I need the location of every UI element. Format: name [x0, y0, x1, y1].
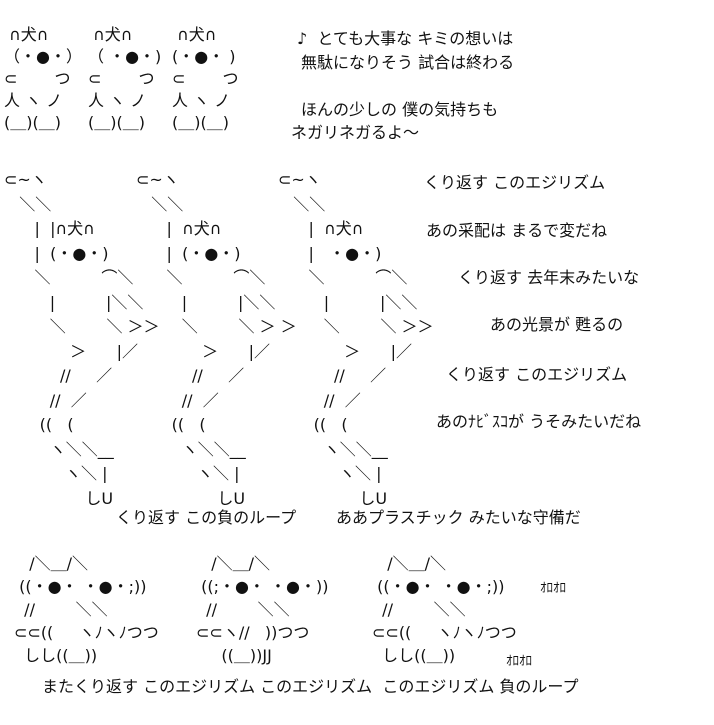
dancer-2: ⊂~ヽ ＼＼ | ∩犬∩ | (・●・) ＼ ⌒＼ | |＼＼ ＼ ＼ ＞ ＞ …: [136, 168, 297, 511]
lyric-line-4: ネガリネガるよ～: [291, 123, 420, 142]
ascii-art-line: ∩犬∩: [172, 25, 217, 44]
ascii-art-line: ⊂~ヽ: [136, 170, 179, 189]
ascii-art-line: 人 ヽ ノ: [172, 91, 231, 110]
ascii-art-line: しし((＿)): [372, 646, 456, 665]
ascii-art-line: // ／: [4, 390, 87, 410]
ascii-art-line: /＼＿/＼: [196, 554, 271, 573]
ascii-art-line: ⊂⊂(( ヽﾉヽﾉつつ: [14, 623, 159, 642]
ascii-art-line: (＿)(＿): [4, 113, 61, 132]
rabbit-2: ∩犬∩ （ ・●・) ⊂ つ人 ヽ ノ (＿)(＿): [88, 24, 161, 134]
ascii-art-line: ヽ＼ |: [4, 464, 108, 483]
ascii-art-line: ⊂ つ: [172, 69, 239, 88]
ascii-art-line: /＼＿/＼: [14, 554, 89, 573]
ascii-art-line: | |＼＼: [4, 292, 144, 312]
ascii-art-line: /＼＿/＼: [372, 554, 447, 573]
ascii-art-line: (＿)(＿): [172, 113, 229, 132]
ascii-art-line: ヽ＼＼__: [136, 439, 246, 459]
cat-3: /＼＿/＼ ((・●・ ・●・;)) // ＼＼ ⊂⊂(( ヽﾉヽﾉつつ しし((…: [372, 552, 517, 667]
dancer-1: ⊂~ヽ ＼＼ | |∩犬∩ | (・●・) ＼ ⌒＼ | |＼＼ ＼ ＼ ＞＞ …: [4, 168, 160, 511]
ascii-art-line: ((＿))JJ: [196, 646, 272, 665]
ascii-art-line: しU: [278, 488, 388, 508]
ascii-art-line: (・●・ ): [172, 47, 236, 66]
ascii-art-line: ヽ＼ |: [278, 464, 382, 483]
lyric-line-7: くり返す 去年末みたいな: [458, 268, 640, 287]
ascii-art-line: (＿)(＿): [88, 113, 145, 132]
ascii-art-line: ＼＼: [278, 194, 326, 214]
rabbit-1: ∩犬∩ （・●・） ⊂ つ人 ヽ ノ (＿)(＿): [4, 24, 82, 134]
ascii-art-line: | (・●・): [4, 243, 109, 263]
ascii-art-line: ((・●・ ・●・;)): [14, 577, 147, 596]
rabbit-3: ∩犬∩ (・●・ ) ⊂ つ人 ヽ ノ (＿)(＿): [172, 24, 239, 134]
dancer-3: ⊂~ヽ ＼＼ | ∩犬∩ | ・●・) ＼ ⌒＼ | |＼＼ ＼ ＼ ＞＞ ＞ …: [278, 168, 434, 511]
cat-2: /＼＿/＼ ((;・●・ ・●・)) // ＼＼ ⊂⊂ヽ// ))つつ ((＿))…: [196, 552, 328, 667]
ascii-art-line: ⊂~ヽ: [278, 170, 321, 189]
ascii-art-line: ((・●・ ・●・;)): [372, 577, 505, 596]
ascii-art-line: ＼ ＼ ＞＞: [278, 317, 434, 336]
ascii-art-line: ヽ＼＼__: [4, 439, 114, 459]
ascii-art-line: (( (: [136, 415, 206, 434]
ascii-art-line: ⊂⊂(( ヽﾉヽﾉつつ: [372, 623, 517, 642]
lyric-line-5: くり返す このエジリズム: [424, 173, 606, 192]
ascii-art-line: | |∩犬∩: [4, 219, 95, 238]
ascii-art-line: ∩犬∩: [4, 25, 49, 44]
lyric-line-2: 無駄になりそう 試合は終わる: [301, 53, 515, 72]
ascii-art-line: ∩犬∩: [88, 25, 133, 44]
ascii-art-line: ＞ |／: [4, 341, 139, 361]
orooro-1: ｵﾛｵﾛ: [540, 581, 566, 596]
ascii-art-line: ＼ ＼ ＞＞: [4, 317, 160, 336]
orooro-2: ｵﾛｵﾛ: [506, 654, 532, 669]
lyric-line-1: ♪ とても大事な キミの想いは: [297, 29, 514, 48]
ascii-art-line: ヽ＼ |: [136, 464, 240, 483]
ascii-art-line: ⊂⊂ヽ// ))つつ: [196, 623, 310, 642]
ascii-art-line: (( (: [4, 415, 74, 434]
ascii-art-line: | ∩犬∩: [136, 219, 222, 238]
ascii-art-line: // ／: [278, 366, 387, 385]
ascii-art-line: ⊂ つ: [88, 69, 155, 88]
ascii-art-line: // ＼＼: [196, 600, 290, 619]
ascii-art-line: ＼ ⌒＼: [4, 268, 134, 287]
ascii-art-line: // ／: [136, 366, 245, 385]
ascii-art-line: | |＼＼: [136, 292, 276, 312]
ascii-art-line: 人 ヽ ノ: [4, 91, 63, 110]
ascii-art-line: // ／: [278, 390, 361, 410]
lyric-line-3: ほんの少しの 僕の気持ちも: [301, 100, 499, 119]
cat-1: /＼＿/＼ ((・●・ ・●・;)) // ＼＼ ⊂⊂(( ヽﾉヽﾉつつ しし((…: [14, 552, 159, 667]
ascii-art-line: ＞ |／: [136, 341, 271, 361]
ascii-art-line: ヽ＼＼__: [278, 439, 388, 459]
lyric-line-12: ああプラスチック みたいな守備だ: [336, 508, 581, 527]
ascii-art-line: (( (: [278, 415, 348, 434]
ascii-art-line: しし((＿)): [14, 646, 98, 665]
lyric-line-11: くり返す この負のループ: [116, 508, 297, 527]
ascii-art-line: | |＼＼: [278, 292, 418, 312]
lyric-line-10: あのﾅﾋﾞｽｺが うそみたいだね: [436, 412, 642, 431]
ascii-art-line: // ／: [136, 390, 219, 410]
ascii-art-line: // ＼＼: [372, 600, 466, 619]
ascii-art-line: （ ・●・): [88, 47, 162, 66]
ascii-art-line: 人 ヽ ノ: [88, 91, 147, 110]
ascii-art-line: ＼＼: [4, 194, 52, 214]
ascii-art-line: ⊂ つ: [4, 69, 71, 88]
lyric-line-9: くり返す このエジリズム: [446, 365, 628, 384]
ascii-art-line: （・●・）: [4, 47, 82, 66]
ascii-art-line: ((;・●・ ・●・)): [196, 577, 329, 596]
ascii-art-line: // ＼＼: [14, 600, 108, 619]
ascii-art-line: | ∩犬∩: [278, 219, 364, 238]
lyric-line-6: あの采配は まるで変だね: [426, 221, 608, 240]
lyric-line-8: あの光景が 甦るの: [490, 315, 624, 334]
ascii-art-line: ＞ |／: [278, 341, 413, 361]
ascii-art-line: ＼ ⌒＼: [136, 268, 266, 287]
ascii-art-line: | ・●・): [278, 243, 382, 263]
ascii-art-line: | (・●・): [136, 243, 241, 263]
ascii-art-line: しU: [136, 488, 246, 508]
ascii-art-line: ＼ ＼ ＞ ＞: [136, 317, 297, 336]
ascii-art-line: // ／: [4, 366, 113, 385]
ascii-art-line: ＼ ⌒＼: [278, 268, 408, 287]
lyric-line-13: またくり返す このエジリズム このエジリズム このエジリズム 負のループ: [42, 677, 579, 696]
ascii-art-line: しU: [4, 488, 114, 508]
ascii-art-line: ⊂~ヽ: [4, 170, 47, 189]
ascii-art-line: ＼＼: [136, 194, 184, 214]
